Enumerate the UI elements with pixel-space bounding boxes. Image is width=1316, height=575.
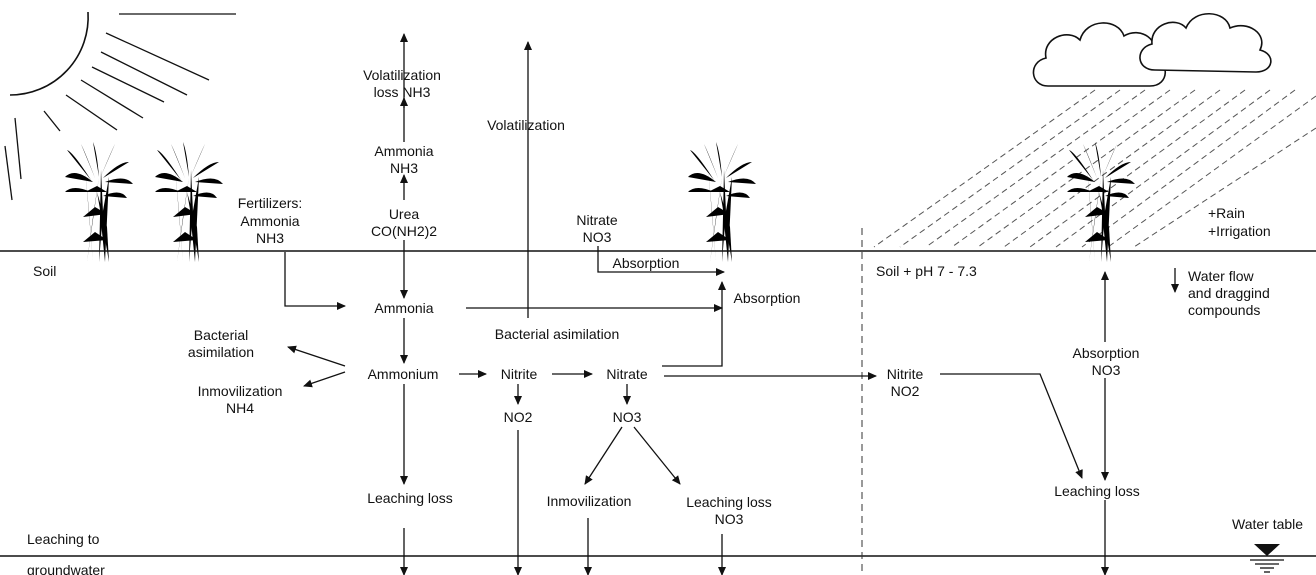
plant-icon [65,142,133,268]
node-nitrate: Nitrate [606,366,647,382]
irrigation-label: +Irrigation [1208,223,1271,239]
node-absorption-no3: Absorption [1073,345,1140,361]
node-inmovilization-nh4: NH4 [226,400,254,416]
cloud-icon [1032,13,1272,87]
node-no3: NO3 [613,409,642,425]
node-absorption: Absorption [613,255,680,271]
water-flow-label: and draggind [1188,285,1270,301]
node-bacterial-asimilation: Bacterial asimilation [495,326,620,342]
node-ammonium: Ammonium [368,366,439,382]
node-inmovilization-nh4: Inmovilization [198,383,283,399]
node-absorption-no3: NO3 [1092,362,1121,378]
node-inmovilization: Inmovilization [547,493,632,509]
groundwater-label: groundwater [27,562,105,575]
node-ammonia-nh3: NH3 [390,160,418,176]
plant-icon [688,142,756,268]
node-nitrate-top: Nitrate [576,212,617,228]
sun-icon [4,11,236,201]
node-leaching-loss-no3: NO3 [715,511,744,527]
water-table-label: Water table [1232,516,1303,532]
node-urea: Urea [389,206,420,222]
rain-label: +Rain [1208,205,1245,221]
node-nitrate-top: NO3 [583,229,612,245]
node-volatilization-loss: Volatilization [363,67,441,83]
node-nitrite-right: Nitrite [887,366,924,382]
node-no2: NO2 [504,409,533,425]
water-flow-label: compounds [1188,302,1260,318]
water-flow-label: Water flow [1188,268,1254,284]
node-leaching-loss: Leaching loss [367,490,453,506]
node-nitrite: Nitrite [501,366,538,382]
node-fertilizers: Ammonia [240,213,299,229]
plant-icon [155,142,223,268]
water-table-icon [1250,544,1284,573]
node-ammonia: Ammonia [374,300,433,316]
node-bacterial-asimilation-left: Bacterial [194,327,248,343]
leaching-to-label: Leaching to [27,531,100,547]
node-nitrite-right: NO2 [891,383,920,399]
node-fertilizers: Fertilizers: [238,195,303,211]
node-absorption: Absorption [734,290,801,306]
node-urea: CO(NH2)2 [371,223,437,239]
soil-label: Soil [33,263,56,279]
node-bacterial-asimilation-left: asimilation [188,344,254,360]
node-leaching-loss-no3: Leaching loss [686,494,772,510]
node-ammonia-nh3: Ammonia [374,143,433,159]
node-volatilization: Volatilization [487,117,565,133]
soil-ph-label: Soil + pH 7 - 7.3 [876,263,977,279]
node-leaching-loss-right: Leaching loss [1054,483,1140,499]
node-fertilizers: NH3 [256,230,284,246]
node-volatilization-loss: loss NH3 [374,84,431,100]
rain-lines [873,89,1316,248]
plant-icon [1067,142,1135,268]
flow-arrows [284,33,1179,575]
